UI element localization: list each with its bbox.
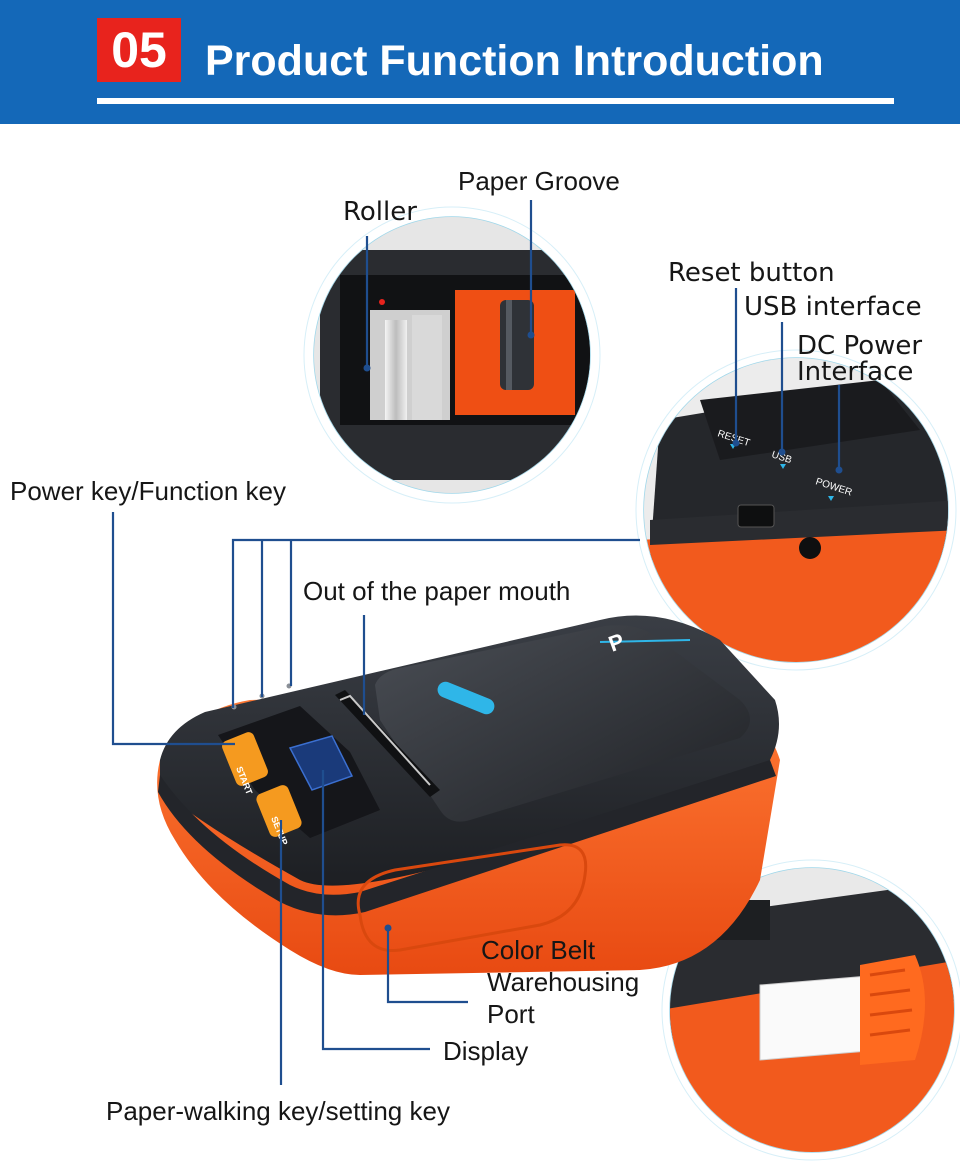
reset-port-label: RESET <box>716 428 751 449</box>
color-belt-port-label: Color Belt Warehousing Port <box>481 934 639 1030</box>
dc-power-line1: DC Power <box>797 331 923 361</box>
color-belt-line1: Color Belt <box>481 935 596 965</box>
title-underline <box>97 98 894 104</box>
setup-key-label: SETUP <box>269 815 290 847</box>
ribbon-cartridge-detail <box>661 859 960 1161</box>
roller-label: Roller <box>343 197 417 227</box>
dc-power-line2: Interface <box>797 357 914 387</box>
display-label: Display <box>443 1036 529 1066</box>
reset-button-label: Reset button <box>668 258 835 288</box>
page-title: Product Function Introduction <box>205 37 824 85</box>
power-port-label: POWER <box>814 476 853 498</box>
leader-dots <box>363 331 843 932</box>
usb-interface-label: USB interface <box>744 292 922 322</box>
header-banner: 05 Product Function Introduction <box>0 0 960 124</box>
printer-body <box>157 615 781 975</box>
paper-groove-label: Paper Groove <box>458 166 620 196</box>
paper-walking-key-label: Paper-walking key/setting key <box>106 1096 450 1126</box>
color-belt-line3: Port <box>487 999 535 1029</box>
paper-mouth-label: Out of the paper mouth <box>303 576 571 606</box>
ports-detail: RESET USB POWER <box>635 349 957 671</box>
dc-power-interface-label: DC Power Interface <box>797 333 922 385</box>
paper-compartment-detail <box>303 206 601 504</box>
section-number-badge: 05 <box>97 18 181 82</box>
color-belt-line2: Warehousing <box>487 967 640 997</box>
brand-logo: P <box>605 628 627 657</box>
usb-port-label: USB <box>770 449 793 466</box>
power-function-key-label: Power key/Function key <box>10 476 287 506</box>
start-key-label: START <box>234 765 254 796</box>
leader-lines <box>111 200 841 1085</box>
